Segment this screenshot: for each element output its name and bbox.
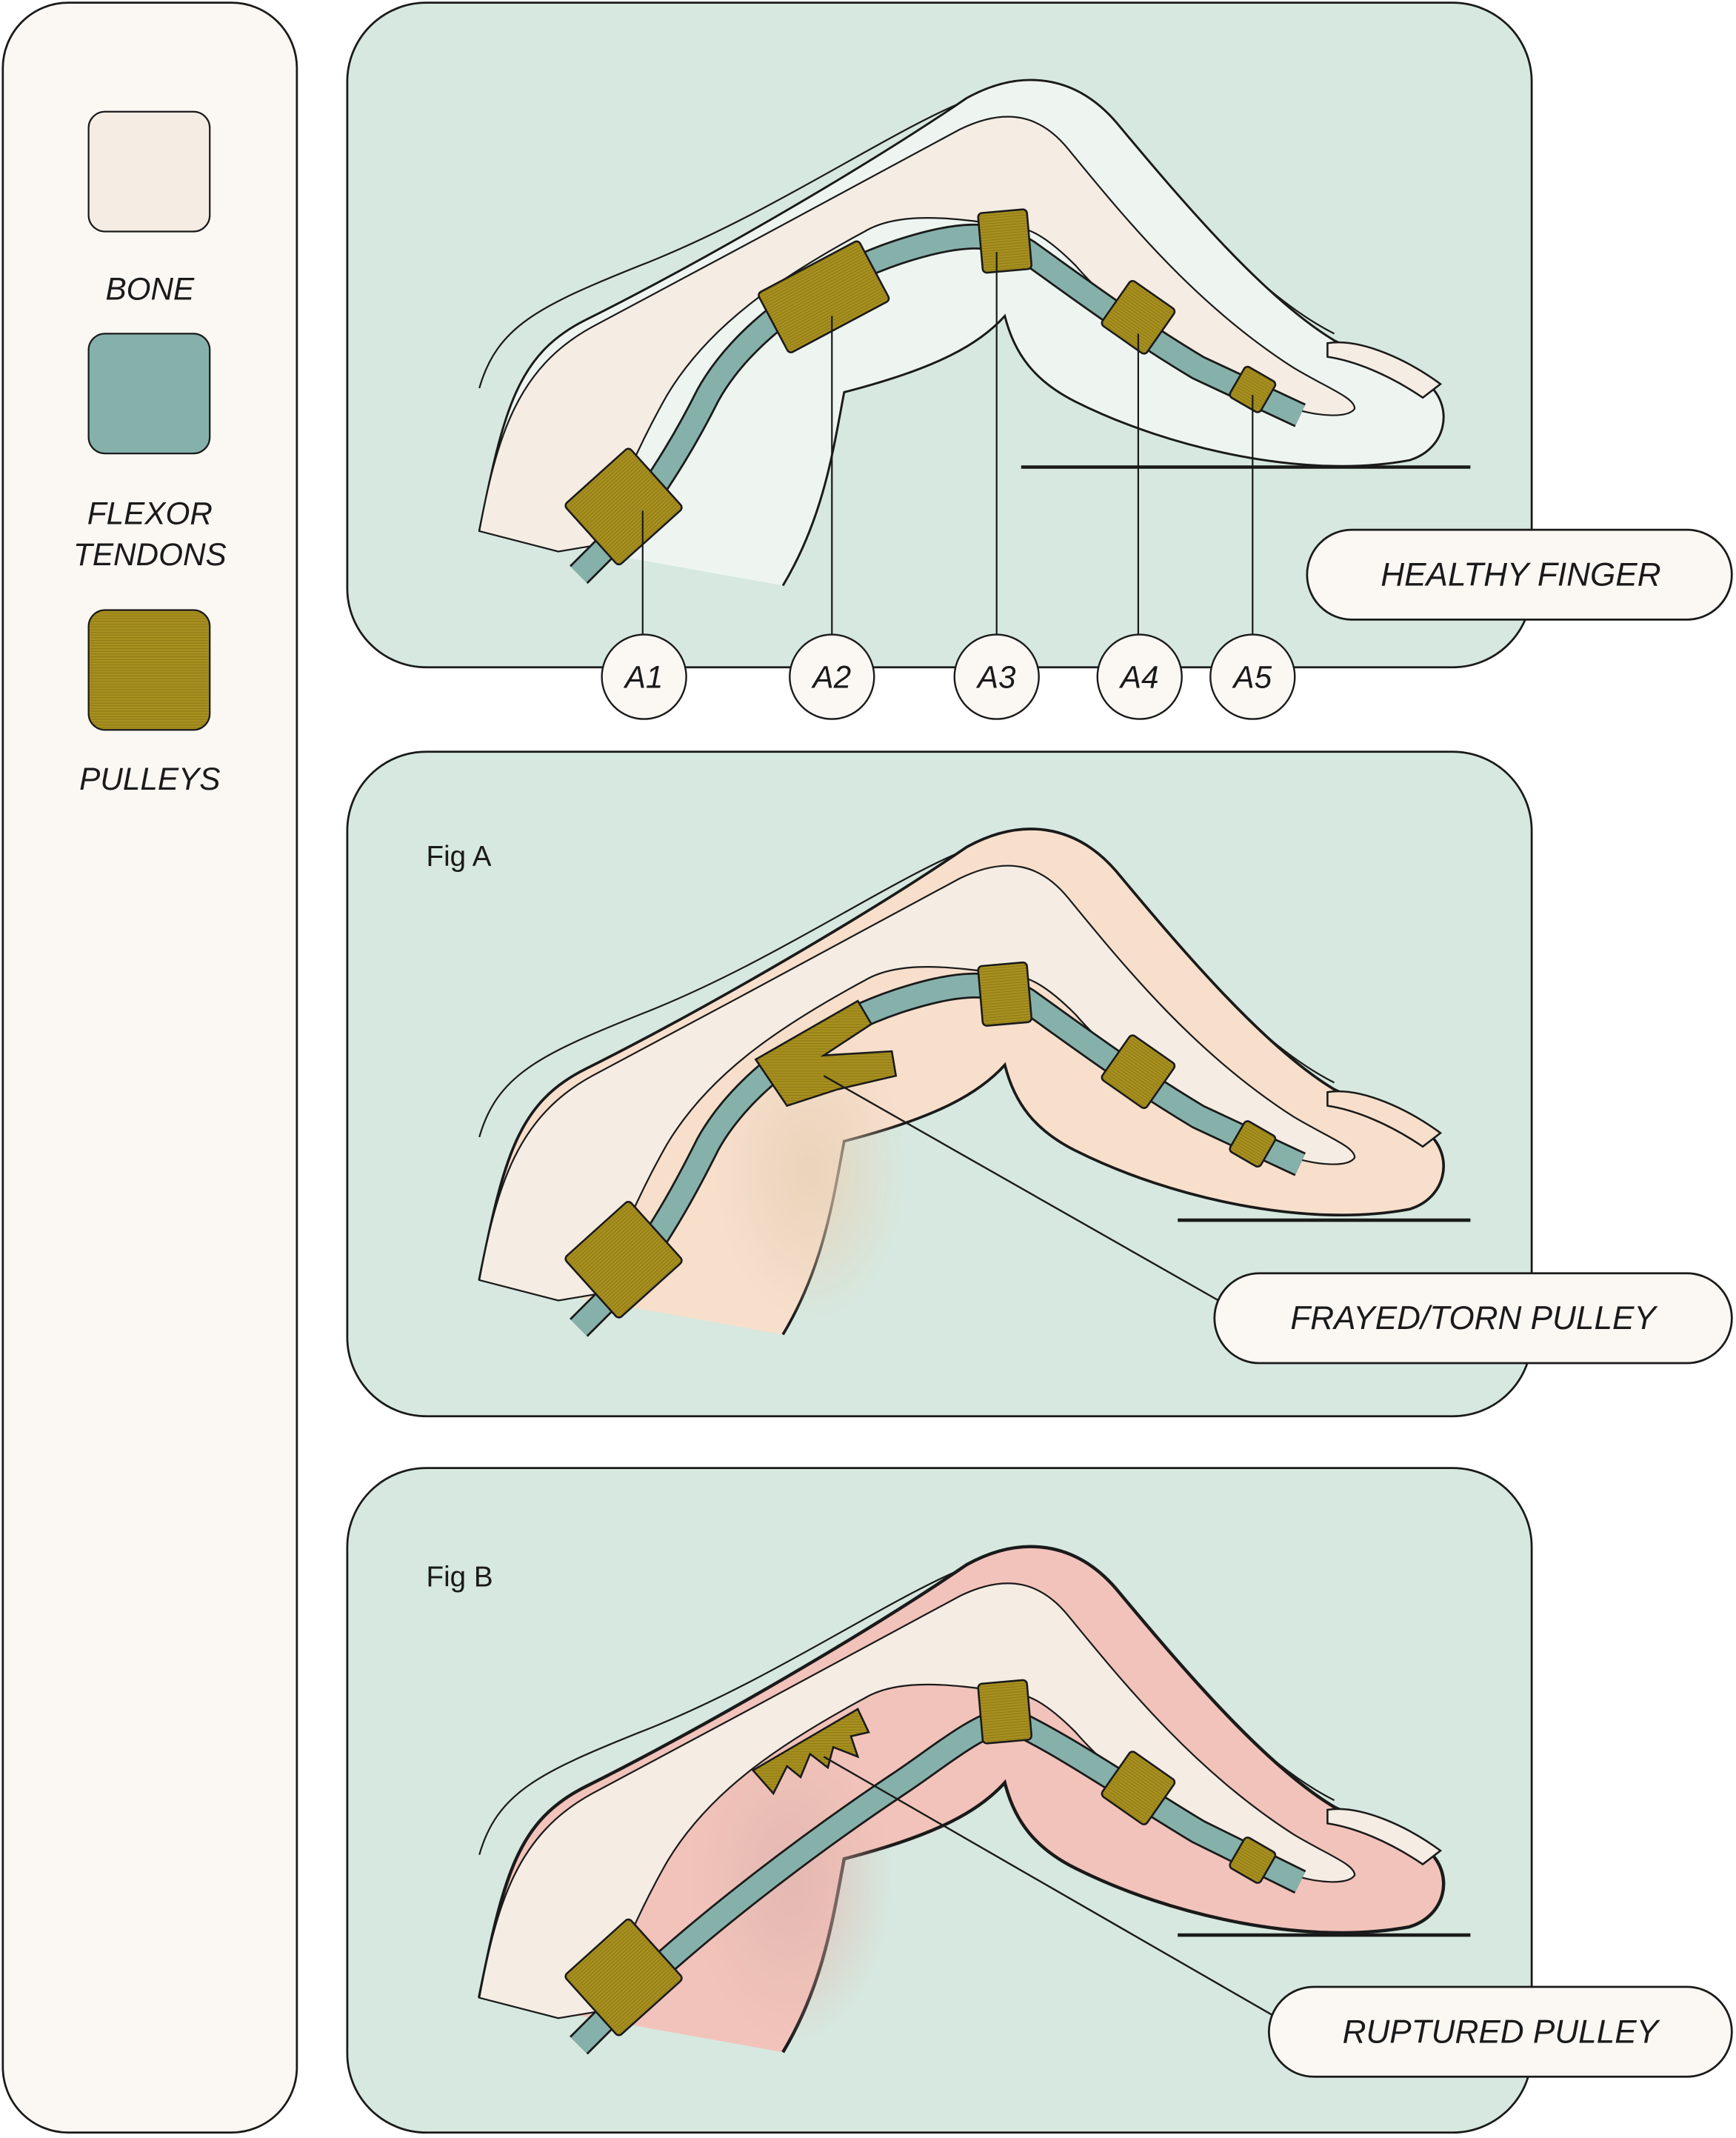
legend-label-tendons-line: FLEXOR [87,496,213,531]
legend-label-tendons: FLEXOR TENDONS [73,496,227,572]
pulley-a4 [1101,279,1176,355]
callout-leader-line [823,1756,1274,2017]
pulley-a2 [758,240,890,353]
svg-text:A1: A1 [623,659,664,694]
pulley-label-a4: A4 [1096,633,1183,720]
callout-leader-line [823,1075,1219,1302]
pulley-a2-ruptured [751,1708,870,1796]
pulley-a5 [1229,365,1277,413]
fingernail [1326,1090,1443,1148]
pulley-leader-lines [641,252,1254,640]
pulley-a2-torn [754,999,898,1108]
bruising-area [687,1716,892,2043]
pulley-a3 [977,208,1033,274]
pulley-a5 [1229,1120,1277,1168]
pulley-a1 [564,1200,683,1319]
bone-swatch [87,110,211,233]
fig-label: Fig B [426,1562,493,1593]
pulley-a5 [1229,1836,1277,1884]
legend-background [1,1,298,2134]
svg-text:A5: A5 [1231,659,1272,694]
svg-text:FRAYED/TORN PULLEY: FRAYED/TORN PULLEY [1290,1300,1658,1336]
svg-text:A4: A4 [1118,659,1159,694]
svg-text:HEALTHY FINGER: HEALTHY FINGER [1381,556,1660,593]
pulley-a3 [977,961,1033,1027]
legend-sidebar: BONE FLEXOR TENDONS PULLEYS [1,1,298,2134]
pulley-a4 [1101,1034,1176,1110]
fig-label: Fig A [426,841,491,873]
svg-text:A2: A2 [810,659,851,694]
svg-text:RUPTURED PULLEY: RUPTURED PULLEY [1343,2014,1661,2050]
pulley-a1 [564,1918,683,2037]
pulley-label-a2: A2 [789,633,875,720]
pulley-label-a1: A1 [601,633,687,720]
legend-label-tendons-line: TENDONS [73,537,227,572]
panel-fig-b: Fig B RUPTURED PULLEY [346,1467,1733,2134]
pulley-a1 [564,447,683,566]
fingernail [1326,341,1443,399]
pulley-a4 [1101,1751,1176,1825]
panel-healthy: A1 A2 A3 A4 A5 HEALTHY FINGER [346,1,1733,720]
pulley-label-a5: A5 [1209,633,1296,720]
legend-label-bone: BONE [105,271,195,306]
pulley-a3 [977,1679,1033,1745]
tendon-swatch [87,333,211,455]
pulley-label-a3: A3 [953,633,1040,720]
svg-text:A3: A3 [975,659,1016,694]
callout-healthy-finger: HEALTHY FINGER [1306,528,1733,621]
callout-ruptured-pulley: RUPTURED PULLEY [1267,1985,1733,2078]
inflammation-area [715,1021,906,1322]
fingernail [1326,1808,1443,1866]
panel-fig-a: Fig A FRAYED/TORN PULLEY [346,750,1733,1418]
legend-label-pulleys: PULLEYS [79,762,220,796]
callout-frayed-torn-pulley: FRAYED/TORN PULLEY [1213,1272,1733,1365]
pulley-swatch [87,609,211,731]
